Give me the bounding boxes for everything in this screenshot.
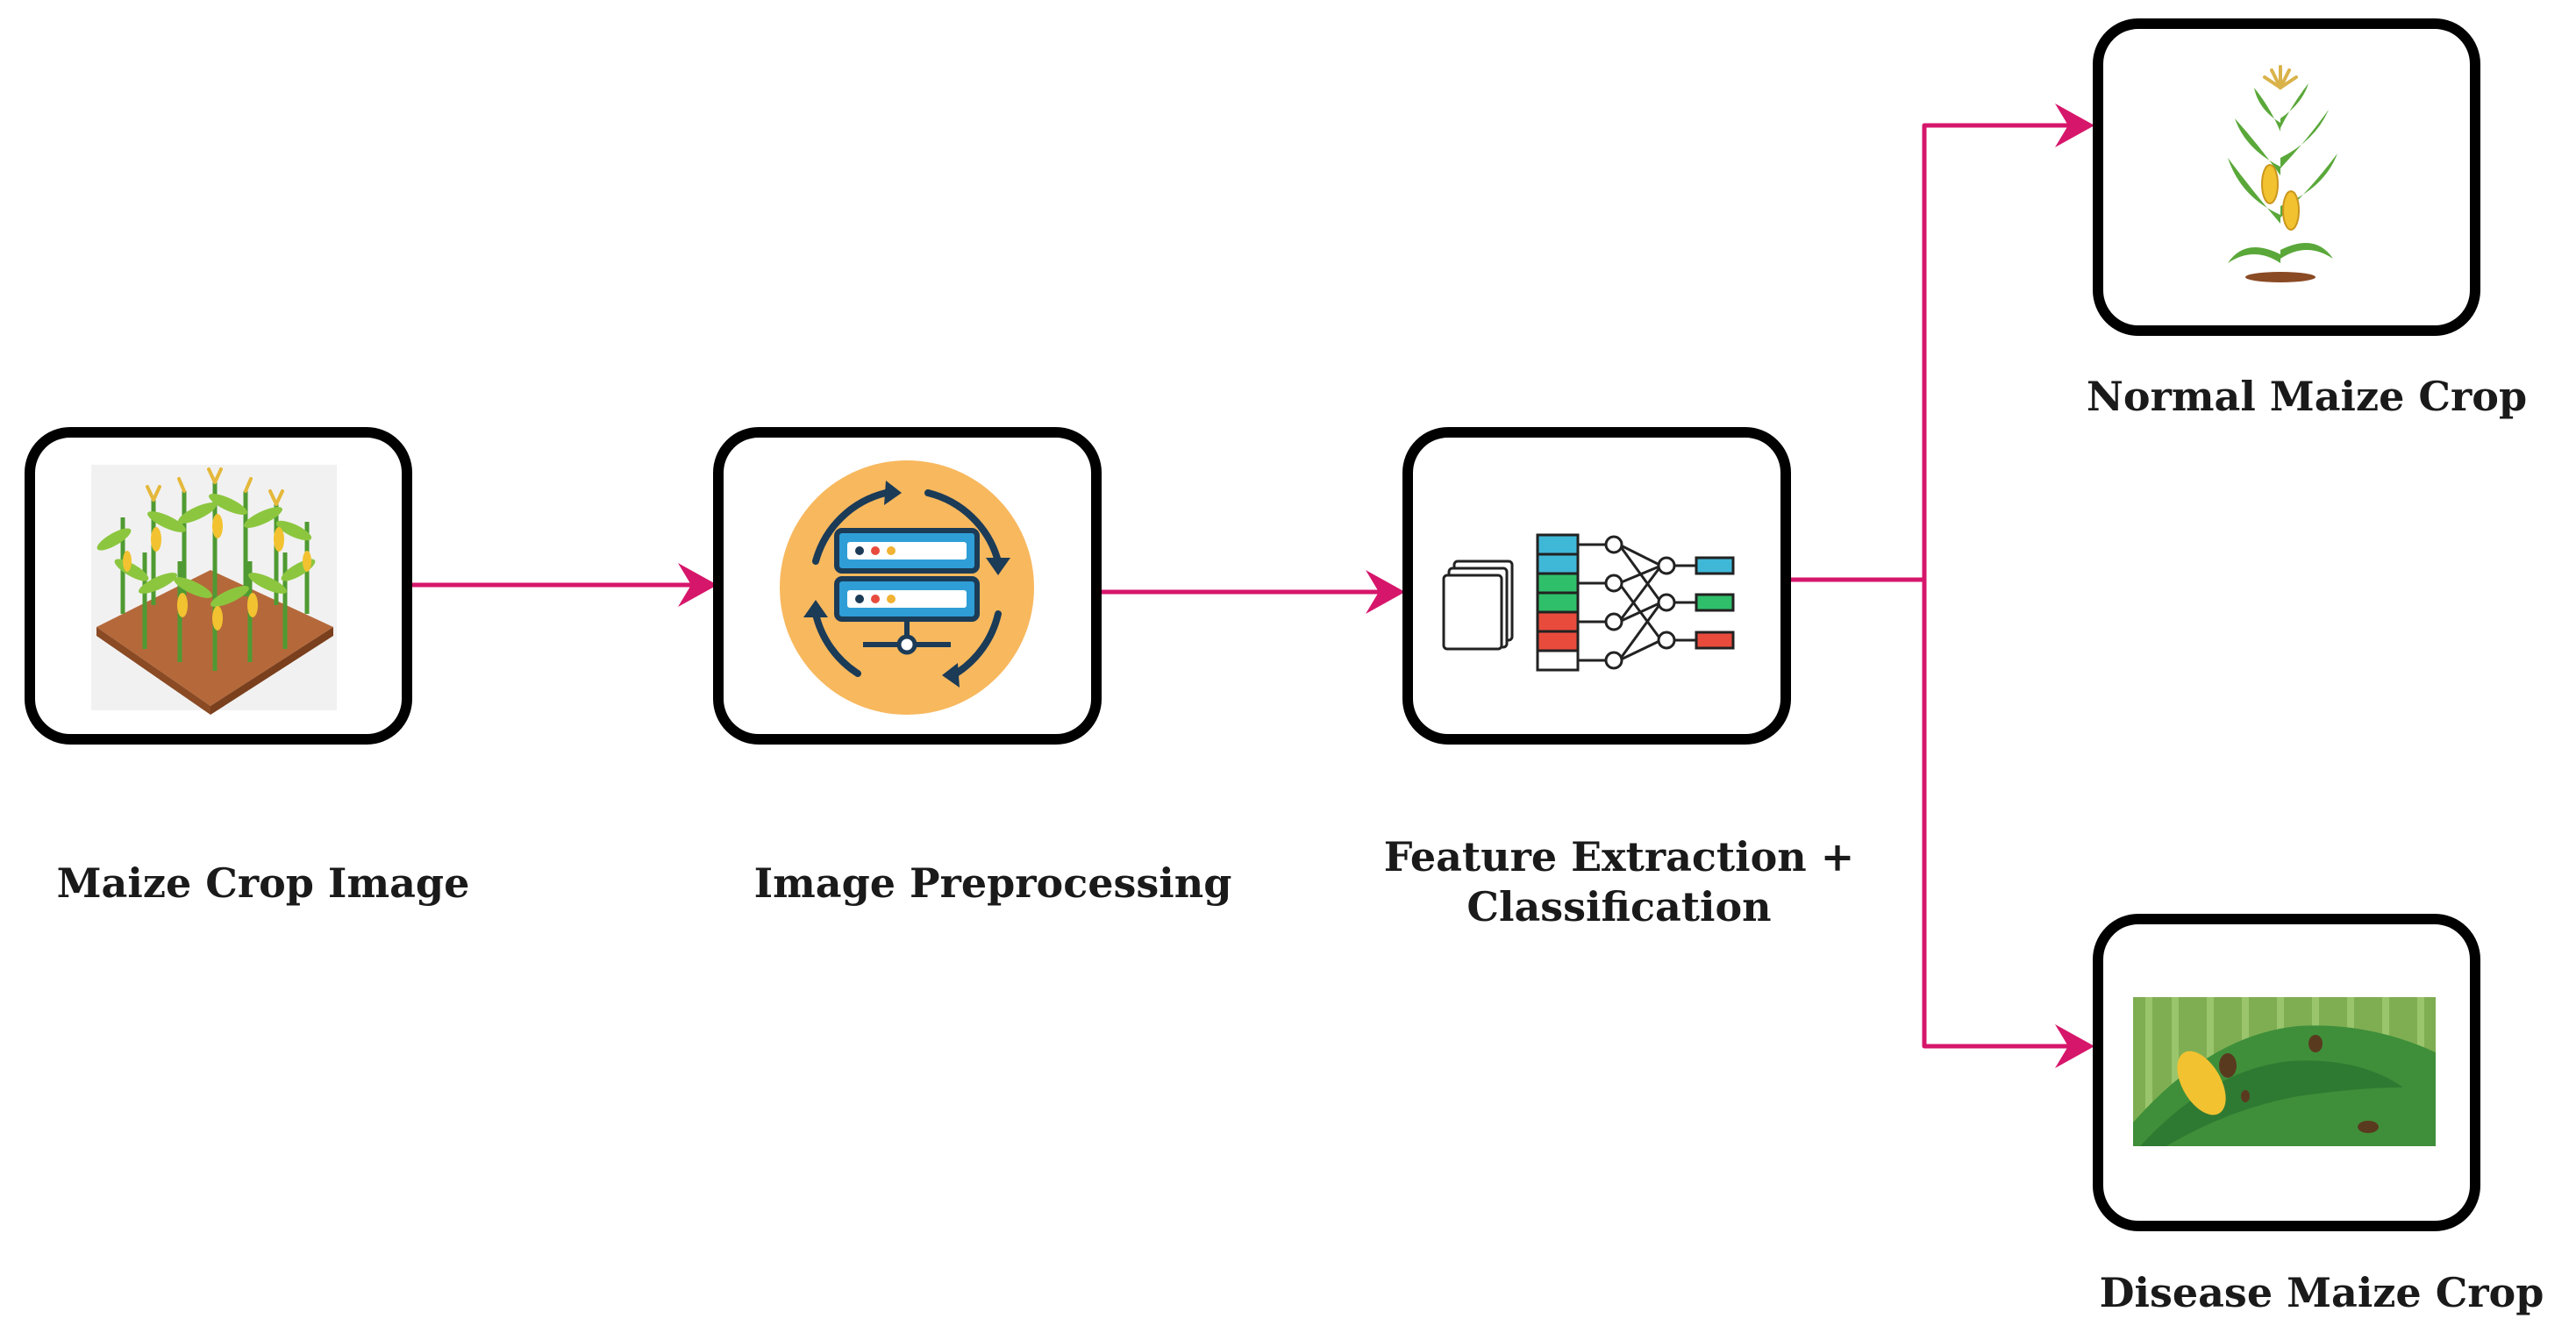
node-maize-crop-image [25, 427, 412, 745]
arrow-feature-to-disease [1922, 577, 2094, 1068]
label-normal-maize-crop: Normal Maize Crop [2086, 373, 2528, 420]
label-maize-crop-image: Maize Crop Image [56, 859, 470, 907]
label-disease-maize-crop: Disease Maize Crop [2099, 1269, 2544, 1316]
node-image-preprocessing [713, 427, 1102, 745]
node-disease-maize-crop [2093, 914, 2480, 1231]
neural-network-icon [1442, 533, 1735, 672]
label-feature-extraction-line1: Feature Extraction + [1383, 833, 1855, 880]
maize-field-icon [91, 465, 337, 715]
server-sync-icon [780, 460, 1034, 715]
node-normal-maize-crop [2093, 18, 2480, 336]
maize-plant-icon [2228, 65, 2337, 282]
node-feature-extraction [1402, 427, 1791, 745]
arrow-feature-to-normal [1783, 103, 2094, 582]
diseased-leaf-icon [2133, 997, 2436, 1146]
label-image-preprocessing: Image Preprocessing [753, 859, 1232, 907]
flow-arrows [404, 103, 2094, 1068]
label-feature-extraction-line2: Classification [1466, 883, 1772, 930]
